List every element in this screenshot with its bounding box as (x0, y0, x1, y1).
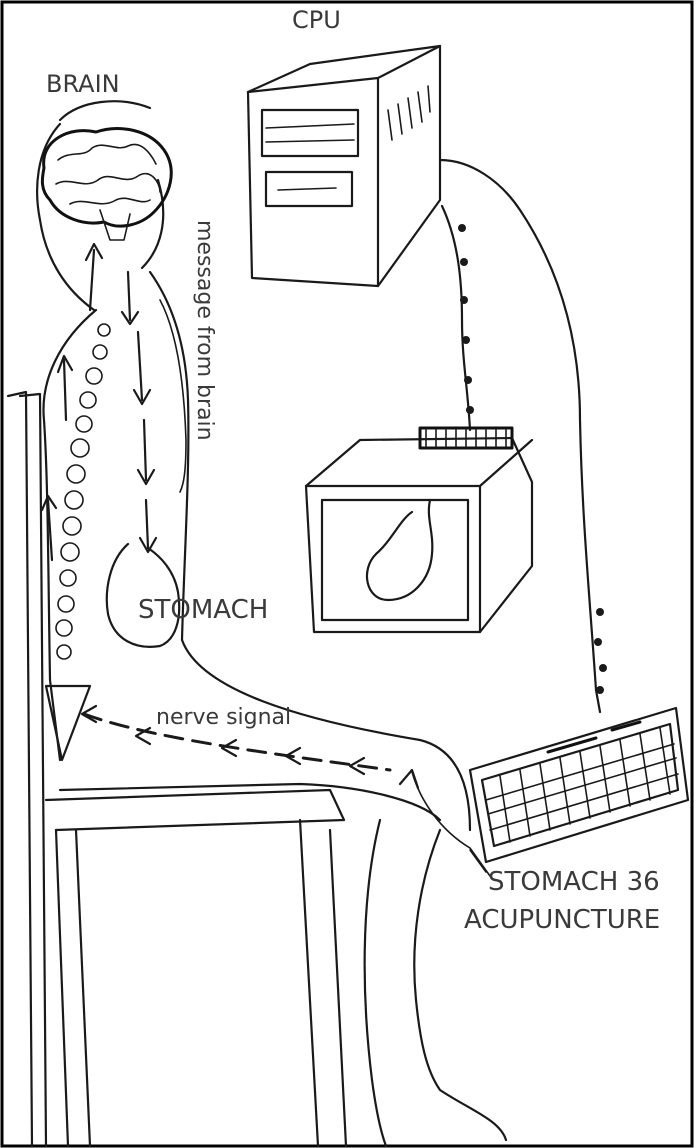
ascending-arrows (40, 242, 104, 562)
descending-arrows (120, 270, 158, 554)
seated-figure (36, 100, 508, 1148)
label-nerve-signal: nerve signal (156, 705, 291, 730)
label-brain: BRAIN (46, 70, 120, 98)
label-stomach: STOMACH (138, 595, 268, 625)
cpu-monitor-cable (440, 204, 472, 432)
brain-icon (40, 127, 173, 241)
keyboard (468, 706, 690, 864)
cable-beads (594, 608, 607, 694)
monitor (304, 426, 534, 634)
nerve-signal-path (80, 704, 491, 877)
label-stomach-36: STOMACH 36 (488, 867, 660, 897)
stomach-organ (105, 542, 181, 648)
cpu-tower (246, 44, 442, 288)
chair (6, 390, 348, 1148)
label-cpu: CPU (292, 6, 341, 34)
cpu-keyboard-cable (438, 158, 602, 714)
cable-beads-2 (458, 224, 474, 414)
screen-stomach-icon (366, 498, 434, 602)
label-message-from-brain: message from brain (192, 220, 217, 441)
spine (55, 323, 111, 660)
label-acupuncture: ACUPUNCTURE (464, 905, 660, 935)
